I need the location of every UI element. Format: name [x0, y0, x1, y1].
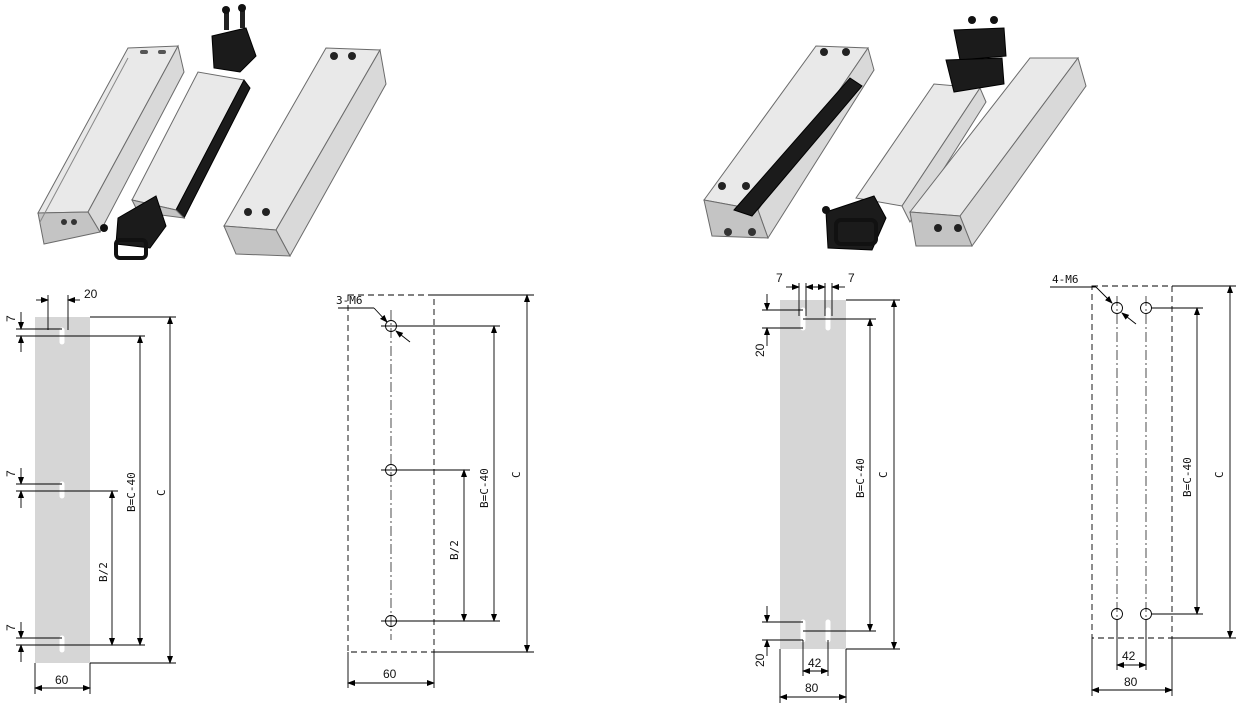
drawing-hole-pattern-4m6: 4-M6 B=C-40 C 42 80	[1050, 273, 1236, 696]
dim-b-half-label-2: B/2	[448, 540, 461, 560]
dim-42: 42	[808, 656, 822, 670]
dim-80: 80	[805, 681, 819, 695]
dim-7-left: 7	[776, 271, 783, 285]
dim-7-right: 7	[848, 271, 855, 285]
dim-width-60: 60	[55, 673, 69, 687]
dim-b-label: B=C-40	[125, 472, 138, 512]
dim-c-label-4: C	[1213, 471, 1226, 478]
assembly-illustration-right	[703, 16, 1087, 251]
assembly-illustration-left	[37, 4, 387, 260]
dim-width-20: 20	[84, 287, 98, 301]
dim-80-2: 80	[1124, 675, 1138, 689]
dim-20-top: 20	[753, 343, 767, 357]
dim-7-top: 7	[4, 315, 18, 322]
dim-b-half-label: B/2	[97, 562, 110, 582]
dim-c-label: C	[155, 489, 168, 496]
dim-42-2: 42	[1122, 649, 1136, 663]
drawing-plate-80: 7 7 20 20 B=C-40 C 42 80	[753, 271, 900, 703]
dim-b-label-3: B=C-40	[854, 458, 867, 498]
drawing-hole-pattern-3m6: 3-M6 B=C-40 C B/2 60	[336, 294, 534, 688]
dim-7-middle: 7	[4, 470, 18, 477]
dim-c-label-3: C	[877, 471, 890, 478]
callout-3-m6: 3-M6	[336, 294, 363, 307]
dim-7-bottom: 7	[4, 624, 18, 631]
dim-width-60-2: 60	[383, 667, 397, 681]
dim-20-bottom: 20	[753, 653, 767, 667]
callout-4-m6: 4-M6	[1052, 273, 1079, 286]
plate-body-80	[780, 300, 846, 649]
dim-c-label-2: C	[510, 471, 523, 478]
drawing-plate-60: 20 7 7 7 B=C-40 C B/2 60	[4, 287, 176, 694]
dim-b-label-2: B=C-40	[478, 468, 491, 508]
dim-b-label-4: B=C-40	[1181, 457, 1194, 497]
